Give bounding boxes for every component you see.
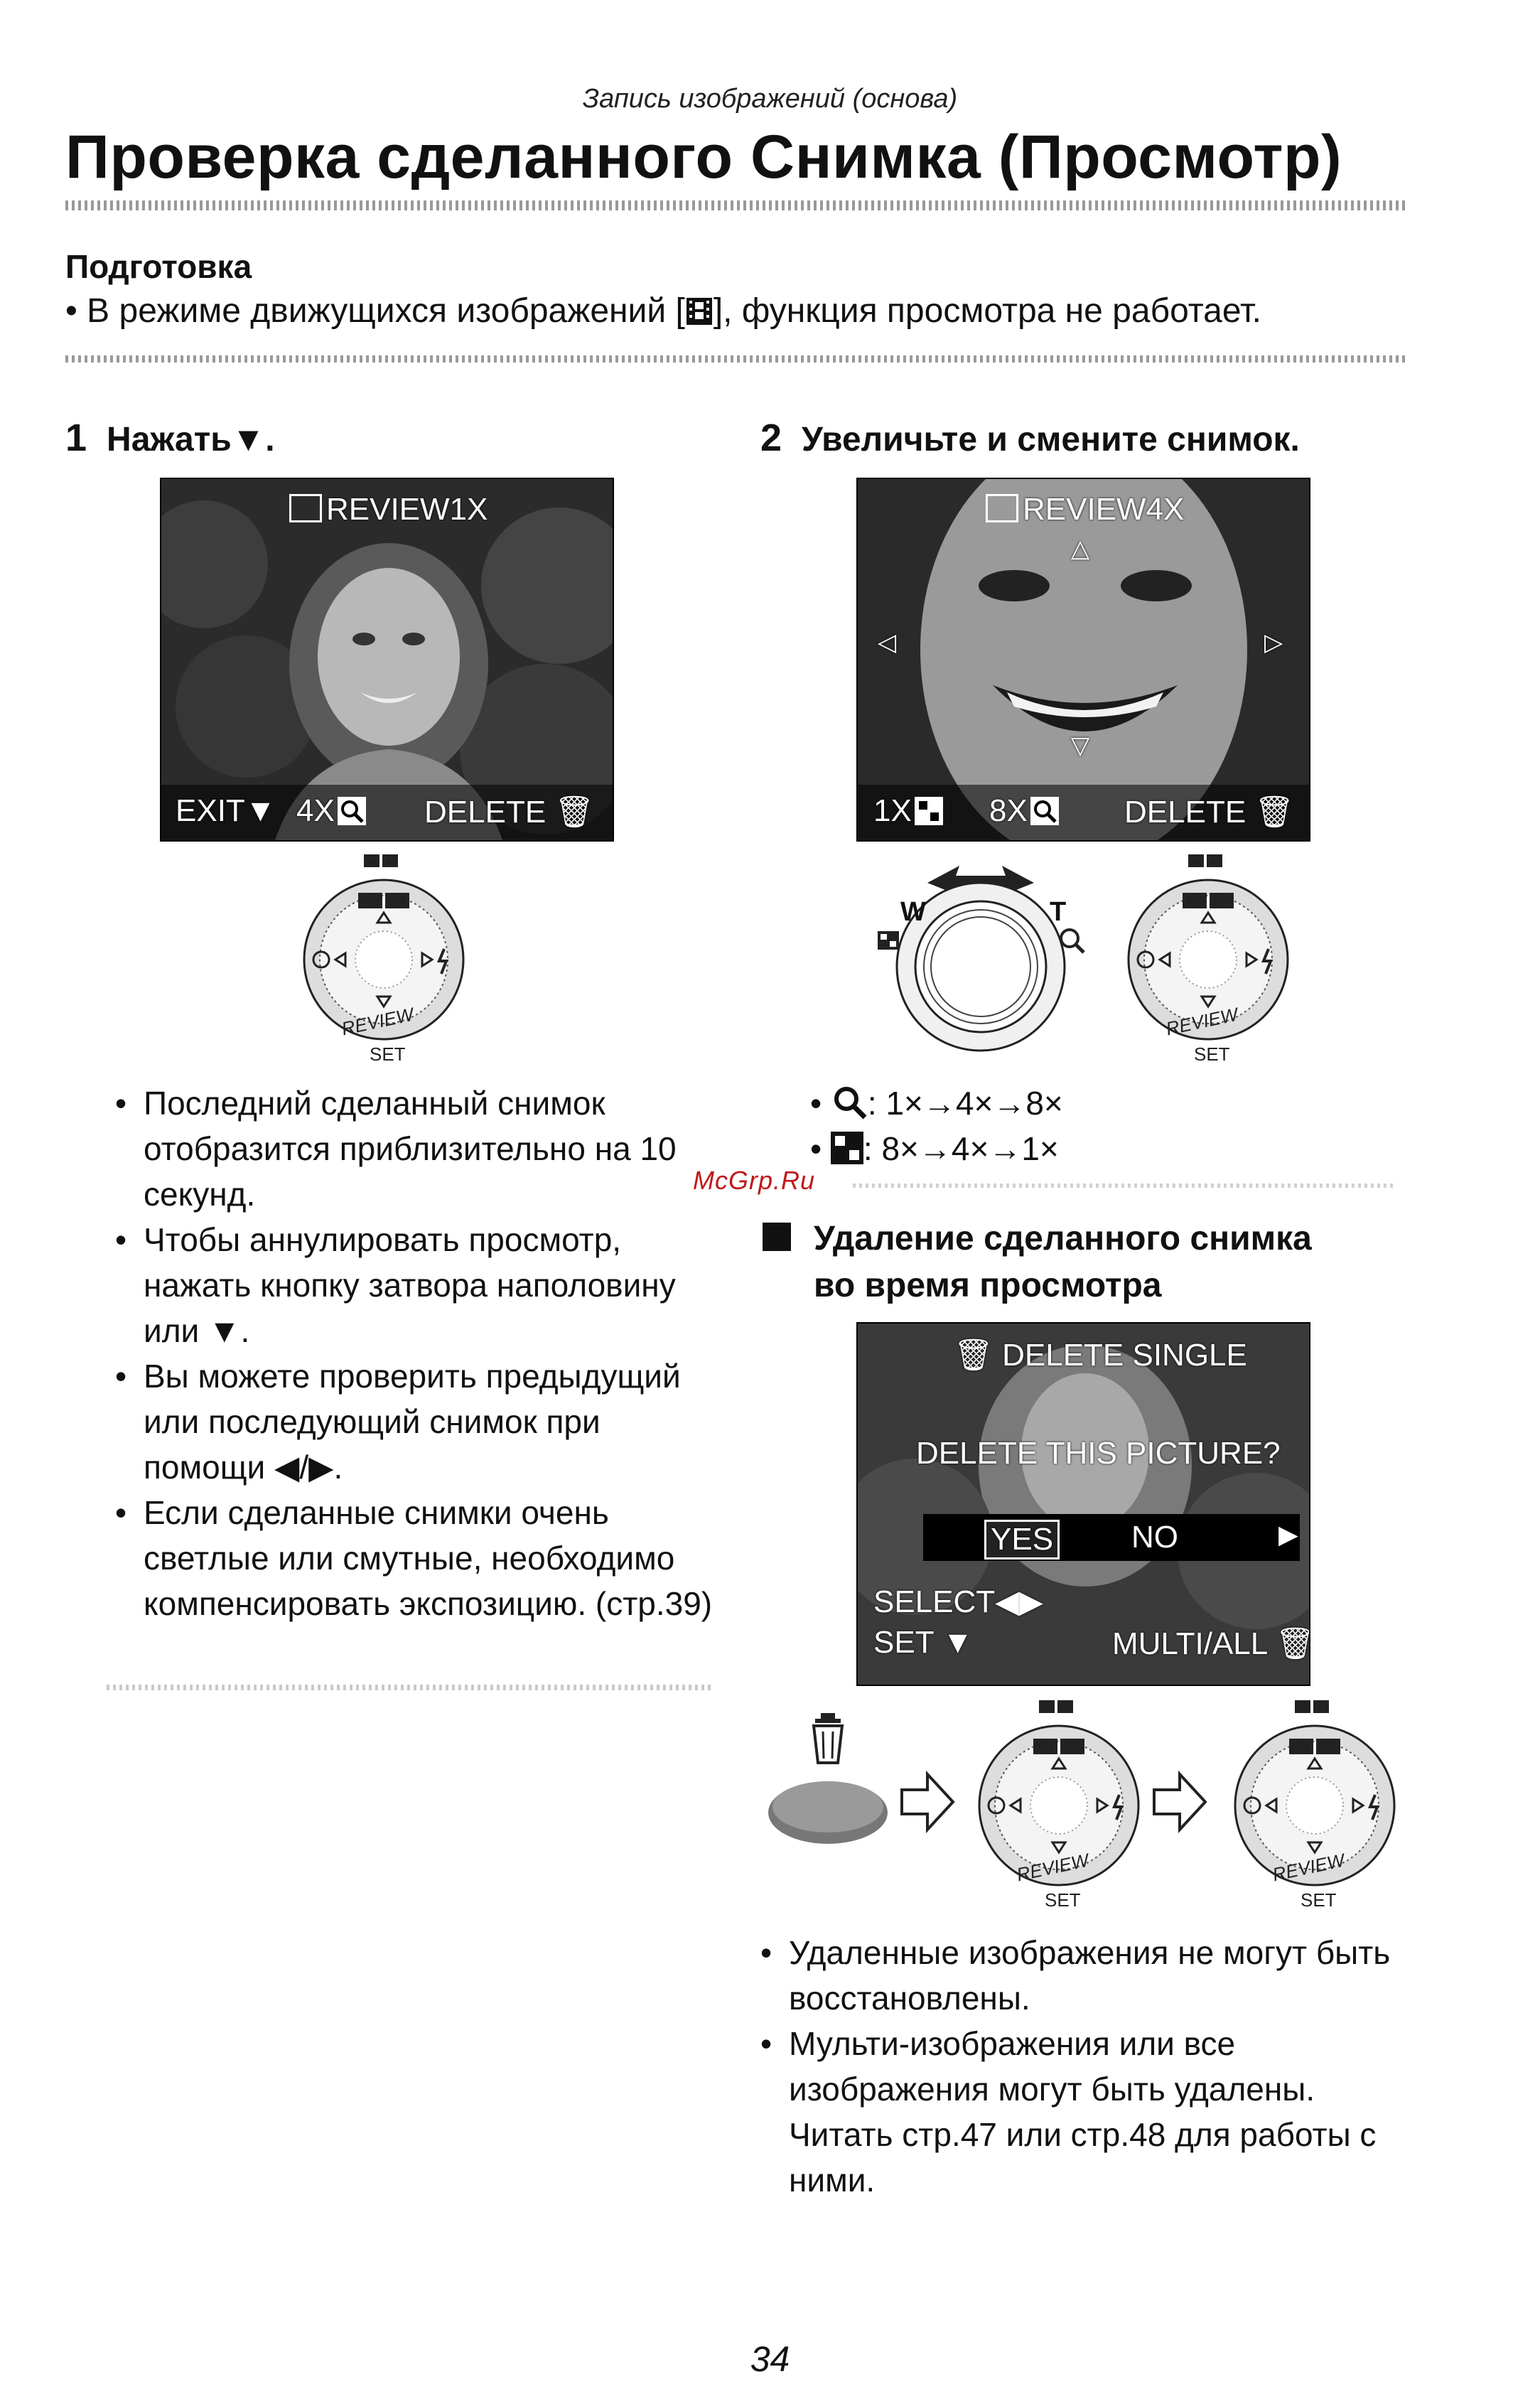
arrow-right-icon [899, 1770, 956, 1837]
delete-button-illustration[interactable] [764, 1706, 892, 1848]
title-underline [65, 200, 1409, 210]
delete-single-text: DELETE SINGLE [1002, 1338, 1247, 1373]
step-1-note-3: Вы можете проверить предыдущий или после… [115, 1353, 719, 1490]
step-2-heading: 2 Увеличьте и смените снимок. [760, 416, 1300, 460]
trash-icon: 🗑 [1276, 1626, 1309, 1661]
multi-view-icon [914, 797, 943, 825]
step-1-heading: 1 Нажать▼. [65, 416, 275, 460]
review-mode-icon [289, 494, 322, 522]
magnifier-icon [1030, 797, 1059, 825]
review4x-label: REVIEW4X [986, 492, 1184, 527]
review4x-text: REVIEW4X [1023, 492, 1185, 527]
review1x-zoom: 4X [296, 793, 366, 829]
dial-set-label: SET [1194, 1043, 1230, 1065]
step-1-divider [107, 1685, 711, 1690]
pan-down-arrow: ▽ [1071, 732, 1090, 759]
trash-icon: 🗑 [1254, 795, 1295, 830]
review1x-label: REVIEW1X [289, 492, 488, 527]
watermark: McGrp.Ru [693, 1166, 816, 1195]
review1x-bottom-bar [161, 785, 613, 840]
delete-set-hint: SET ▼ [873, 1625, 974, 1660]
control-dial-step2[interactable]: REVIEW SET [1123, 853, 1293, 1065]
delete-multi-text: MULTI/ALL [1112, 1626, 1267, 1661]
review1x-text: REVIEW1X [326, 492, 488, 527]
review1x-exit: EXIT▼ [176, 793, 276, 828]
pan-up-arrow: △ [1071, 535, 1090, 562]
preparation-heading: Подготовка [65, 248, 252, 285]
zoom-in-sequence: • : 1×→4×→8× [810, 1083, 1063, 1122]
delete-choice-bar [923, 1514, 1300, 1561]
control-dial-step1[interactable]: REVIEW SET [298, 853, 469, 1065]
lcd-screen-review4x: REVIEW4X △ ▽ ◁ ▷ 1X 8X DELETE 🗑 [856, 478, 1310, 842]
delete-heading-line-2: во время просмотра [814, 1267, 1162, 1304]
section-bullet-square [763, 1223, 791, 1251]
multi-view-icon [830, 1130, 863, 1164]
review-mode-icon [986, 494, 1018, 522]
review4x-delete-text: DELETE [1124, 795, 1246, 830]
delete-question: DELETE THIS PICTURE? [916, 1436, 1281, 1471]
delete-multi-hint: MULTI/ALL 🗑 [1112, 1625, 1309, 1662]
zoom-in-sequence-text: : 1×→4×→8× [867, 1085, 1063, 1122]
review4x-zoom-in: 8X [989, 793, 1059, 829]
magnifier-icon [337, 797, 366, 825]
step-2-text: Увеличьте и смените снимок. [802, 421, 1300, 458]
step-1-note-1: Последний сделанный снимок отобразится п… [115, 1080, 719, 1217]
section-header: Запись изображений (основа) [582, 84, 958, 114]
preparation-divider [65, 355, 1409, 363]
preparation-text-start: • В режиме движущихся изображений [ [65, 292, 685, 330]
dial-set-label: SET [1045, 1889, 1081, 1911]
page-number: 34 [750, 2339, 790, 2379]
control-dial-delete-1[interactable]: REVIEW SET [974, 1699, 1144, 1912]
trash-icon: 🗑 [954, 1338, 994, 1373]
photo-zoomed-face [858, 479, 1309, 840]
review1x-delete-text: DELETE [424, 795, 546, 830]
delete-note-1: Удаленные изображения не могут быть восс… [760, 1930, 1414, 2021]
review4x-zoom-out-text: 1X [873, 793, 912, 828]
delete-notes: Удаленные изображения не могут быть восс… [760, 1930, 1414, 2203]
step-1-note-2: Чтобы аннулировать просмотр, нажать кноп… [115, 1217, 719, 1353]
zoom-divider [853, 1183, 1393, 1188]
step-1-notes: Последний сделанный снимок отобразится п… [115, 1080, 719, 1626]
control-dial-delete-2[interactable]: REVIEW SET [1229, 1699, 1400, 1912]
review1x-zoom-text: 4X [296, 793, 335, 828]
delete-select-hint: SELECT◀▶ [873, 1584, 1043, 1619]
delete-right-arrow: ▶ [1278, 1520, 1298, 1549]
magnifier-icon [831, 1083, 868, 1120]
lcd-screen-delete: 🗑 DELETE SINGLE DELETE THIS PICTURE? YES… [856, 1322, 1310, 1686]
preparation-text: • В режиме движущихся изображений [ ], фу… [65, 291, 1261, 331]
zoom-out-sequence-text: : 8×→4×→1× [863, 1130, 1059, 1167]
delete-note-2: Мульти-изображения или все изображения м… [760, 2021, 1414, 2203]
dial-set-label: SET [370, 1043, 406, 1065]
lcd-screen-review1x: REVIEW1X EXIT▼ 4X DELETE 🗑 [160, 478, 614, 842]
review1x-delete: DELETE 🗑 [424, 793, 594, 830]
preparation-text-end: ], функция просмотра не работает. [713, 292, 1261, 330]
pan-right-arrow: ▷ [1264, 629, 1283, 656]
review4x-zoom-in-text: 8X [989, 793, 1028, 828]
review4x-zoom-out: 1X [873, 793, 943, 829]
zoom-out-sequence: • : 8×→4×→1× [810, 1130, 1059, 1167]
delete-single-label: 🗑 DELETE SINGLE [954, 1336, 1247, 1373]
arrow-right-icon [1151, 1770, 1208, 1837]
step-1-number: 1 [65, 417, 87, 459]
lever-w-label: W [900, 897, 926, 927]
delete-section-heading: Удаление сделанного снимка во время прос… [814, 1215, 1312, 1309]
delete-heading-line-1: Удаление сделанного снимка [814, 1220, 1312, 1257]
dial-set-label: SET [1301, 1889, 1337, 1911]
pan-left-arrow: ◁ [878, 629, 897, 656]
page-title: Проверка сделанного Снимка (Просмотр) [65, 123, 1342, 191]
lever-t-label: T [1050, 897, 1067, 927]
delete-select-text: SELECT [873, 1584, 996, 1619]
movie-mode-icon [685, 296, 714, 325]
step-1-note-4: Если сделанные снимки очень светлые или … [115, 1490, 719, 1626]
delete-no-option[interactable]: NO [1131, 1520, 1178, 1555]
delete-set-text: SET [873, 1625, 934, 1660]
review4x-delete: DELETE 🗑 [1124, 793, 1294, 830]
step-1-text: Нажать▼. [107, 421, 275, 458]
zoom-lever[interactable]: W T [863, 853, 1098, 1066]
delete-yes-option[interactable]: YES [984, 1520, 1060, 1560]
trash-icon: 🗑 [554, 795, 595, 830]
step-2-number: 2 [760, 417, 782, 459]
